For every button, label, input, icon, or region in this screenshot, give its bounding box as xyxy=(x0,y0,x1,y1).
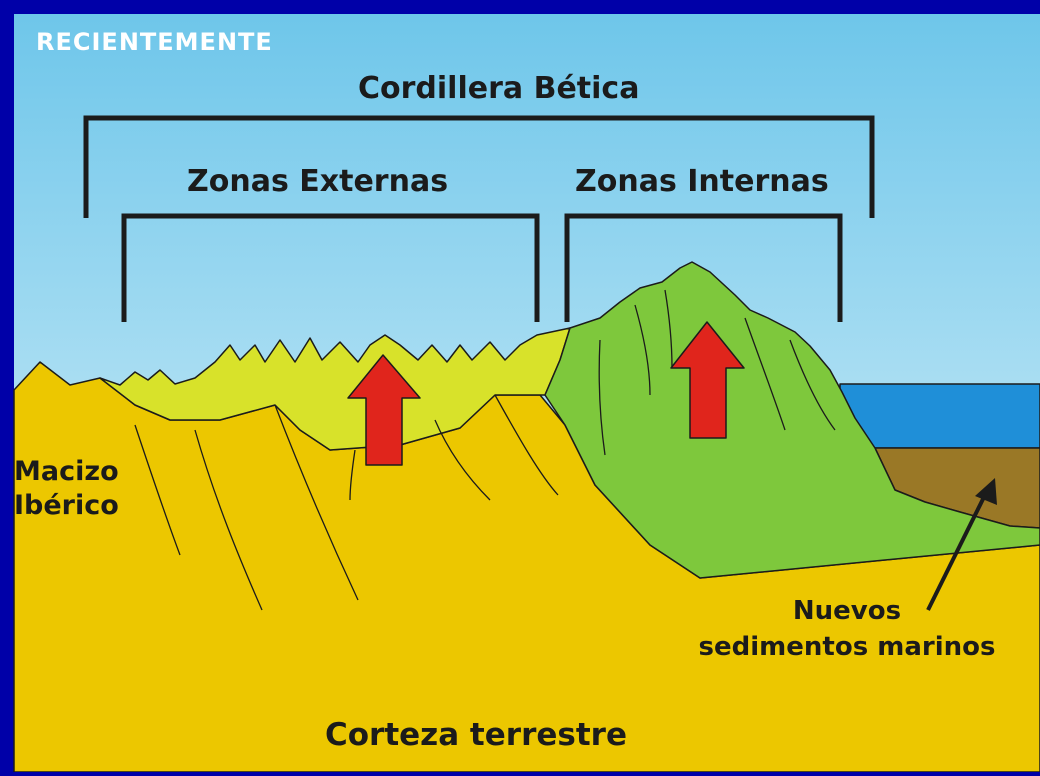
label-sedimentos-line2: sedimentos marinos xyxy=(698,632,996,662)
internal-zones-terrain xyxy=(544,261,1040,579)
label-sedimentos-line1: Nuevos xyxy=(792,596,902,626)
uplift-arrow-external xyxy=(347,354,421,466)
sediments-pointer-arrow xyxy=(926,478,997,611)
label-nuevos-sedimentos: Nuevos sedimentos marinos xyxy=(664,593,1030,665)
label-corteza-terrestre: Corteza terrestre xyxy=(325,717,627,753)
label-macizo-iberico: Macizo Ibérico xyxy=(14,455,119,523)
label-zonas-internas: Zonas Internas xyxy=(575,164,829,199)
bracket-zonas-externas xyxy=(121,213,540,322)
label-macizo-line1: Macizo xyxy=(14,456,119,487)
bracket-cordillera-betica xyxy=(83,115,875,218)
label-macizo-line2: Ibérico xyxy=(14,490,119,521)
uplift-arrow-internal xyxy=(670,321,745,439)
diagram-title: RECIENTEMENTE xyxy=(36,28,273,56)
bracket-zonas-internas xyxy=(564,213,843,322)
sea xyxy=(839,383,1040,449)
label-cordillera-betica: Cordillera Bética xyxy=(358,71,640,106)
label-zonas-externas: Zonas Externas xyxy=(187,164,449,199)
fault-lines xyxy=(134,289,836,611)
zone-brackets xyxy=(83,115,875,322)
